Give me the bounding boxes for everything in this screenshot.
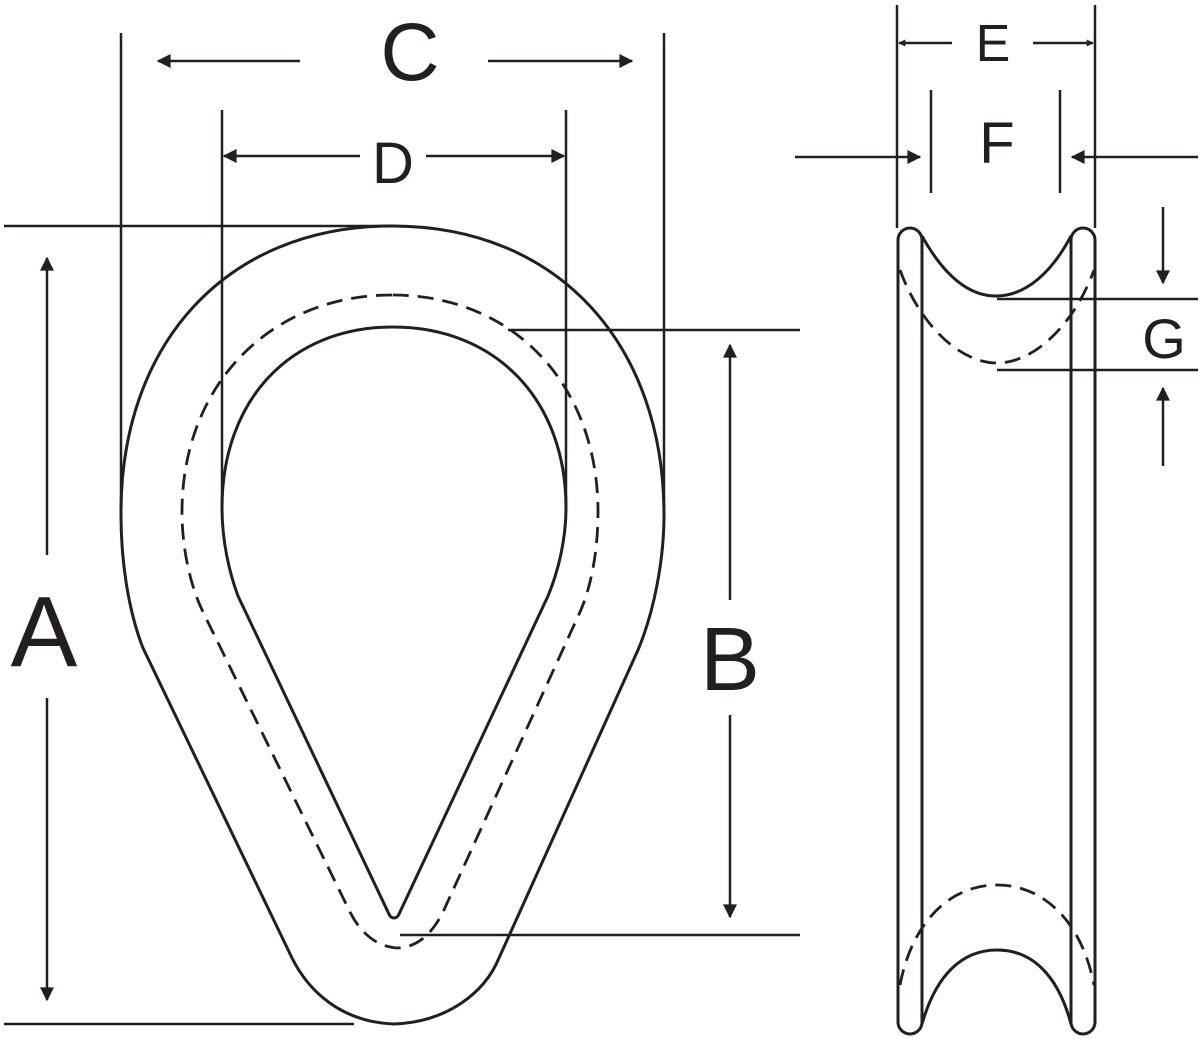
dimension-lines-front bbox=[4, 33, 800, 1026]
thimble-side-view bbox=[896, 226, 1097, 1036]
left-flange bbox=[896, 226, 924, 1036]
dimension-lines-side bbox=[795, 5, 1198, 466]
thimble-groove-dashed-outline bbox=[180, 293, 600, 950]
thimble-front-view bbox=[119, 224, 666, 1026]
top-groove-hidden bbox=[898, 269, 1096, 365]
label-g: G bbox=[1142, 307, 1186, 370]
label-c: C bbox=[380, 7, 439, 98]
label-a: A bbox=[11, 576, 78, 688]
right-flange bbox=[1069, 226, 1097, 1036]
label-d: D bbox=[372, 131, 414, 196]
label-b: B bbox=[700, 610, 760, 710]
label-e: E bbox=[976, 15, 1011, 73]
label-f: F bbox=[979, 111, 1014, 176]
thimble-inner-outline bbox=[220, 325, 568, 920]
thimble-outer-outline bbox=[119, 224, 666, 1026]
dimension-labels: A B C D E F G bbox=[11, 7, 1186, 710]
bottom-groove-hidden bbox=[898, 883, 1096, 986]
top-groove-curve bbox=[920, 235, 1073, 298]
bottom-groove-curve bbox=[920, 948, 1073, 1025]
